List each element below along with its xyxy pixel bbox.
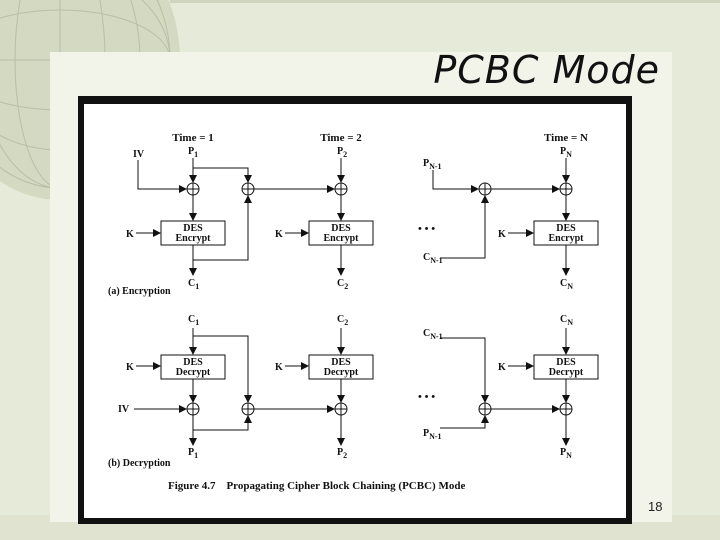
svg-text:Encrypt: Encrypt (176, 233, 212, 244)
time-label-2: Time = 2 (320, 132, 362, 144)
diagram-svg: Time = 1 Time = 2 Time = N P1 P2 PN-1 PN… (108, 132, 599, 492)
svg-text:DES: DES (556, 357, 576, 368)
time-label-n: Time = N (544, 132, 588, 144)
enc-xor-chain-n (478, 182, 492, 196)
enc-des-box-n: DES Encrypt (533, 220, 599, 246)
svg-text:DES: DES (183, 223, 203, 234)
dec-iv-label: IV (118, 404, 130, 415)
dec-xor-2 (334, 402, 348, 416)
svg-text:Encrypt: Encrypt (549, 233, 585, 244)
enc-output-c1: C1 (188, 278, 199, 291)
dec-xor-chain-n (478, 402, 492, 416)
encryption-section: P1 P2 PN-1 PN IV (108, 146, 599, 297)
dec-xor-1 (186, 402, 200, 416)
dec-key-n: K (498, 362, 506, 373)
svg-text:DES: DES (331, 357, 351, 368)
enc-input-pn: PN (560, 146, 572, 159)
dec-des-box-2: DES Decrypt (308, 354, 374, 380)
enc-xor-chain-1 (241, 182, 255, 196)
dec-output-p1: P1 (188, 447, 198, 460)
enc-xor-n (559, 182, 573, 196)
dec-input-cn: CN (560, 314, 573, 327)
enc-input-p1: P1 (188, 146, 198, 159)
decryption-section: C1 C2 CN-1 CN DES Decrypt DES (108, 314, 599, 469)
svg-text:Encrypt: Encrypt (324, 233, 360, 244)
enc-input-p2: P2 (337, 146, 347, 159)
svg-text:Decrypt: Decrypt (549, 367, 584, 378)
enc-key-n: K (498, 229, 506, 240)
enc-output-cn: CN (560, 278, 573, 291)
pcbc-diagram: Time = 1 Time = 2 Time = N P1 P2 PN-1 PN… (84, 104, 626, 518)
enc-ellipsis: • • • (418, 223, 435, 235)
dec-output-pn1: PN-1 (423, 428, 442, 441)
enc-key-2: K (275, 229, 283, 240)
enc-output-cn1: CN-1 (423, 252, 443, 265)
enc-xor-1 (186, 182, 200, 196)
dec-xor-chain-1 (241, 402, 255, 416)
dec-des-box-1: DES Decrypt (160, 354, 226, 380)
enc-xor-2 (334, 182, 348, 196)
slide-title: PCBC Mode (433, 48, 660, 92)
figure-caption: Figure 4.7 Propagating Cipher Block Chai… (168, 480, 465, 492)
svg-text:DES: DES (331, 223, 351, 234)
page-number: 18 (648, 499, 663, 514)
enc-output-c2: C2 (337, 278, 348, 291)
dec-output-pn: PN (560, 447, 572, 460)
svg-text:Decrypt: Decrypt (176, 367, 211, 378)
dec-input-cn1: CN-1 (423, 328, 443, 341)
dec-caption: (b) Decryption (108, 458, 171, 469)
dec-key-1: K (126, 362, 134, 373)
dec-key-2: K (275, 362, 283, 373)
dec-input-c1: C1 (188, 314, 199, 327)
dec-input-c2: C2 (337, 314, 348, 327)
dec-xor-n (559, 402, 573, 416)
enc-des-box-1: DES Encrypt (160, 220, 226, 246)
enc-iv-label: IV (133, 149, 145, 160)
dec-ellipsis: • • • (418, 391, 435, 403)
dec-des-box-n: DES Decrypt (533, 354, 599, 380)
svg-text:DES: DES (183, 357, 203, 368)
dec-output-p2: P2 (337, 447, 347, 460)
svg-text:DES: DES (556, 223, 576, 234)
time-label-1: Time = 1 (172, 132, 214, 144)
enc-key-1: K (126, 229, 134, 240)
enc-des-box-2: DES Encrypt (308, 220, 374, 246)
enc-input-pn1: PN-1 (423, 158, 442, 171)
svg-text:Decrypt: Decrypt (324, 367, 359, 378)
enc-caption: (a) Encryption (108, 286, 171, 297)
